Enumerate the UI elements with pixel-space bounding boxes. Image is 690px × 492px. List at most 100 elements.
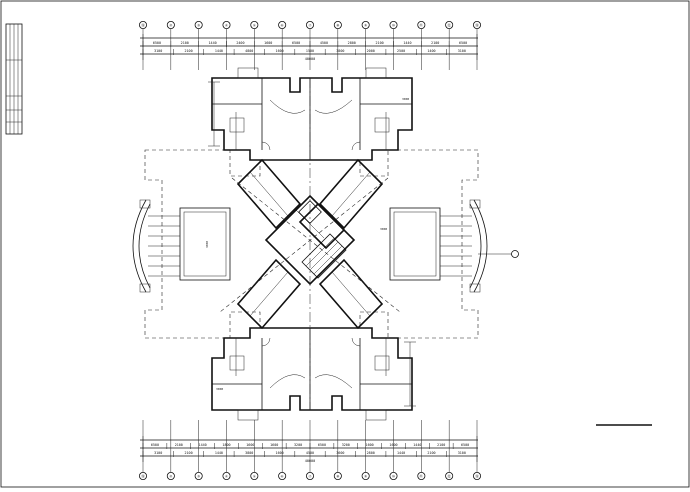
dimension-value: 1440: [413, 443, 421, 447]
dimension-value: 3100: [458, 451, 466, 455]
dimension-value: 2400: [236, 41, 244, 45]
axis-label: ⑫: [447, 22, 451, 27]
dimension-value: 3200: [294, 443, 302, 447]
dimension-value: 1600: [276, 451, 284, 455]
side-dimensions: 3000 3000: [208, 81, 416, 407]
dimension-value: 4500: [306, 451, 314, 455]
dimension-value: 1600: [276, 49, 284, 53]
dimension-value: 1600: [389, 443, 397, 447]
axis-bubble: [333, 471, 342, 480]
axis-bubble: [333, 20, 342, 29]
axis-bubble: [194, 471, 203, 480]
axis-label: ⑬: [475, 473, 479, 478]
west-canopy: 3000: [132, 199, 231, 293]
axis-bubble: [389, 471, 398, 480]
axis-label: ③: [197, 474, 201, 478]
axis-label: ⑨: [364, 474, 368, 478]
top-total-dimension: 40000: [305, 57, 316, 61]
axis-bubble: [361, 20, 370, 29]
setback-outline: [144, 149, 479, 339]
dimension-value: 2100: [175, 443, 183, 447]
dimension-value: 2100: [181, 41, 189, 45]
axis-bubble: [278, 471, 287, 480]
dimension-value: 2000: [367, 49, 375, 53]
title-block: [5, 23, 23, 135]
axis-label: ⑩: [392, 23, 396, 27]
axis-bubble: [417, 20, 426, 29]
axis-label: ④: [225, 23, 229, 27]
axis-label: ⑥: [281, 474, 285, 478]
axis-label: ⑥: [281, 23, 285, 27]
axis-label: ⑨: [364, 23, 368, 27]
dimension-value: 2800: [348, 41, 356, 45]
dimension-value: 3800: [336, 49, 344, 53]
side-dim-label: 3000: [402, 97, 409, 101]
axis-label: ②: [169, 23, 173, 27]
axis-bubble: [194, 20, 203, 29]
dimension-value: 2800: [367, 451, 375, 455]
central-core: [264, 78, 356, 410]
dimension-value: 1440: [215, 451, 223, 455]
dimension-value: 3100: [154, 49, 162, 53]
axis-bubble: [250, 471, 259, 480]
dimension-value: 1600: [246, 443, 254, 447]
east-canopy: 3000: [380, 199, 519, 293]
axis-bubble: [166, 20, 175, 29]
dimension-value: 1440: [199, 443, 207, 447]
dimension-value: 3800: [245, 451, 253, 455]
axis-label: ②: [169, 474, 173, 478]
axis-bubble: [472, 471, 481, 480]
dimension-value: 1440: [208, 41, 216, 45]
axis-label: ⑪: [420, 473, 424, 478]
axis-label: ⑩: [392, 474, 396, 478]
dimension-value: 6500: [459, 41, 467, 45]
dimension-value: 1440: [397, 451, 405, 455]
axis-label: ⑧: [336, 474, 340, 478]
dimension-value: 6500: [151, 443, 159, 447]
dimension-value: 2100: [184, 49, 192, 53]
axis-bubble: [166, 471, 175, 480]
bottom-total-dimension: 40000: [305, 459, 316, 463]
lower-units: [211, 327, 413, 421]
dimension-value: 3100: [154, 451, 162, 455]
side-dim-label: 3000: [205, 241, 209, 248]
dimension-value: 1600: [366, 443, 374, 447]
dimension-value: 6500: [461, 443, 469, 447]
axis-bubble: [222, 20, 231, 29]
axis-label: ⑤: [253, 474, 257, 478]
dimension-value: 6500: [153, 41, 161, 45]
axis-bubble: [445, 471, 454, 480]
upper-units: [211, 67, 413, 161]
axis-bubble: [361, 471, 370, 480]
axis-bubble: [511, 250, 519, 258]
diagonal-wings: [219, 158, 401, 330]
side-dim-label: 3000: [216, 387, 223, 391]
axis-bubble: [305, 20, 314, 29]
side-dim-label: 3000: [380, 227, 387, 231]
dimension-value: 1500: [306, 49, 314, 53]
axis-bubble: [305, 471, 314, 480]
dimension-value: 2500: [397, 49, 405, 53]
dimension-value: 3100: [458, 49, 466, 53]
axis-bubble: [445, 20, 454, 29]
axis-label: ⑤: [253, 23, 257, 27]
dimension-value: 6500: [318, 443, 326, 447]
axis-label: ⑦: [308, 23, 312, 27]
dimension-value: 2100: [375, 41, 383, 45]
axis-label: ⑬: [475, 22, 479, 27]
dimension-value: 6500: [292, 41, 300, 45]
axis-bubble: [389, 20, 398, 29]
dimension-value: 3600: [336, 451, 344, 455]
axis-bubble: [138, 471, 147, 480]
dimension-value: 1600: [270, 443, 278, 447]
dimension-value: 1400: [427, 49, 435, 53]
dimension-value: 2100: [184, 451, 192, 455]
axis-bubble: [138, 20, 147, 29]
axis-label: ④: [225, 474, 229, 478]
axis-bubble: [250, 20, 259, 29]
